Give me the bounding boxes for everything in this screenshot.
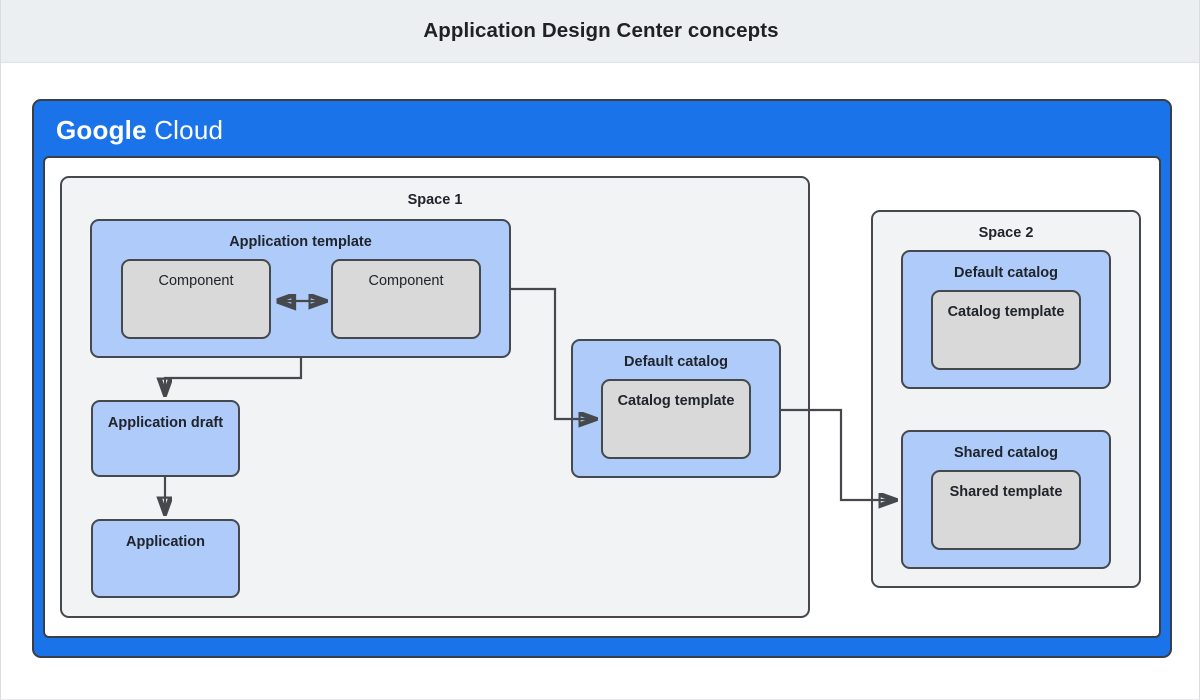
shared-catalog-label: Shared catalog bbox=[954, 445, 1058, 461]
default-catalog-space2-label: Default catalog bbox=[954, 265, 1058, 281]
brand-google: Google bbox=[56, 115, 147, 145]
component-box-2[interactable]: Component bbox=[331, 259, 481, 339]
component-box-1[interactable]: Component bbox=[121, 259, 271, 339]
google-cloud-logo: Google Cloud bbox=[56, 115, 223, 146]
application-template-label: Application template bbox=[229, 234, 372, 250]
shared-template-label: Shared template bbox=[949, 484, 1063, 500]
header-bar: Application Design Center concepts bbox=[1, 0, 1199, 63]
catalog-template-box-space2[interactable]: Catalog template bbox=[931, 290, 1081, 370]
application-draft-node[interactable]: Application draft bbox=[91, 400, 240, 477]
component-2-label: Component bbox=[368, 273, 444, 289]
catalog-template-space2-label: Catalog template bbox=[947, 304, 1065, 320]
component-1-label: Component bbox=[158, 273, 234, 289]
page-title: Application Design Center concepts bbox=[423, 19, 779, 42]
space-1-label: Space 1 bbox=[407, 192, 463, 208]
application-draft-label: Application draft bbox=[107, 415, 224, 431]
default-catalog-space1-label: Default catalog bbox=[624, 354, 728, 370]
application-label: Application bbox=[126, 534, 205, 550]
catalog-template-box-space1[interactable]: Catalog template bbox=[601, 379, 751, 459]
catalog-template-space1-label: Catalog template bbox=[617, 393, 735, 409]
shared-template-box[interactable]: Shared template bbox=[931, 470, 1081, 550]
space-2-label: Space 2 bbox=[978, 225, 1034, 241]
brand-cloud: Cloud bbox=[154, 115, 224, 145]
application-node[interactable]: Application bbox=[91, 519, 240, 598]
